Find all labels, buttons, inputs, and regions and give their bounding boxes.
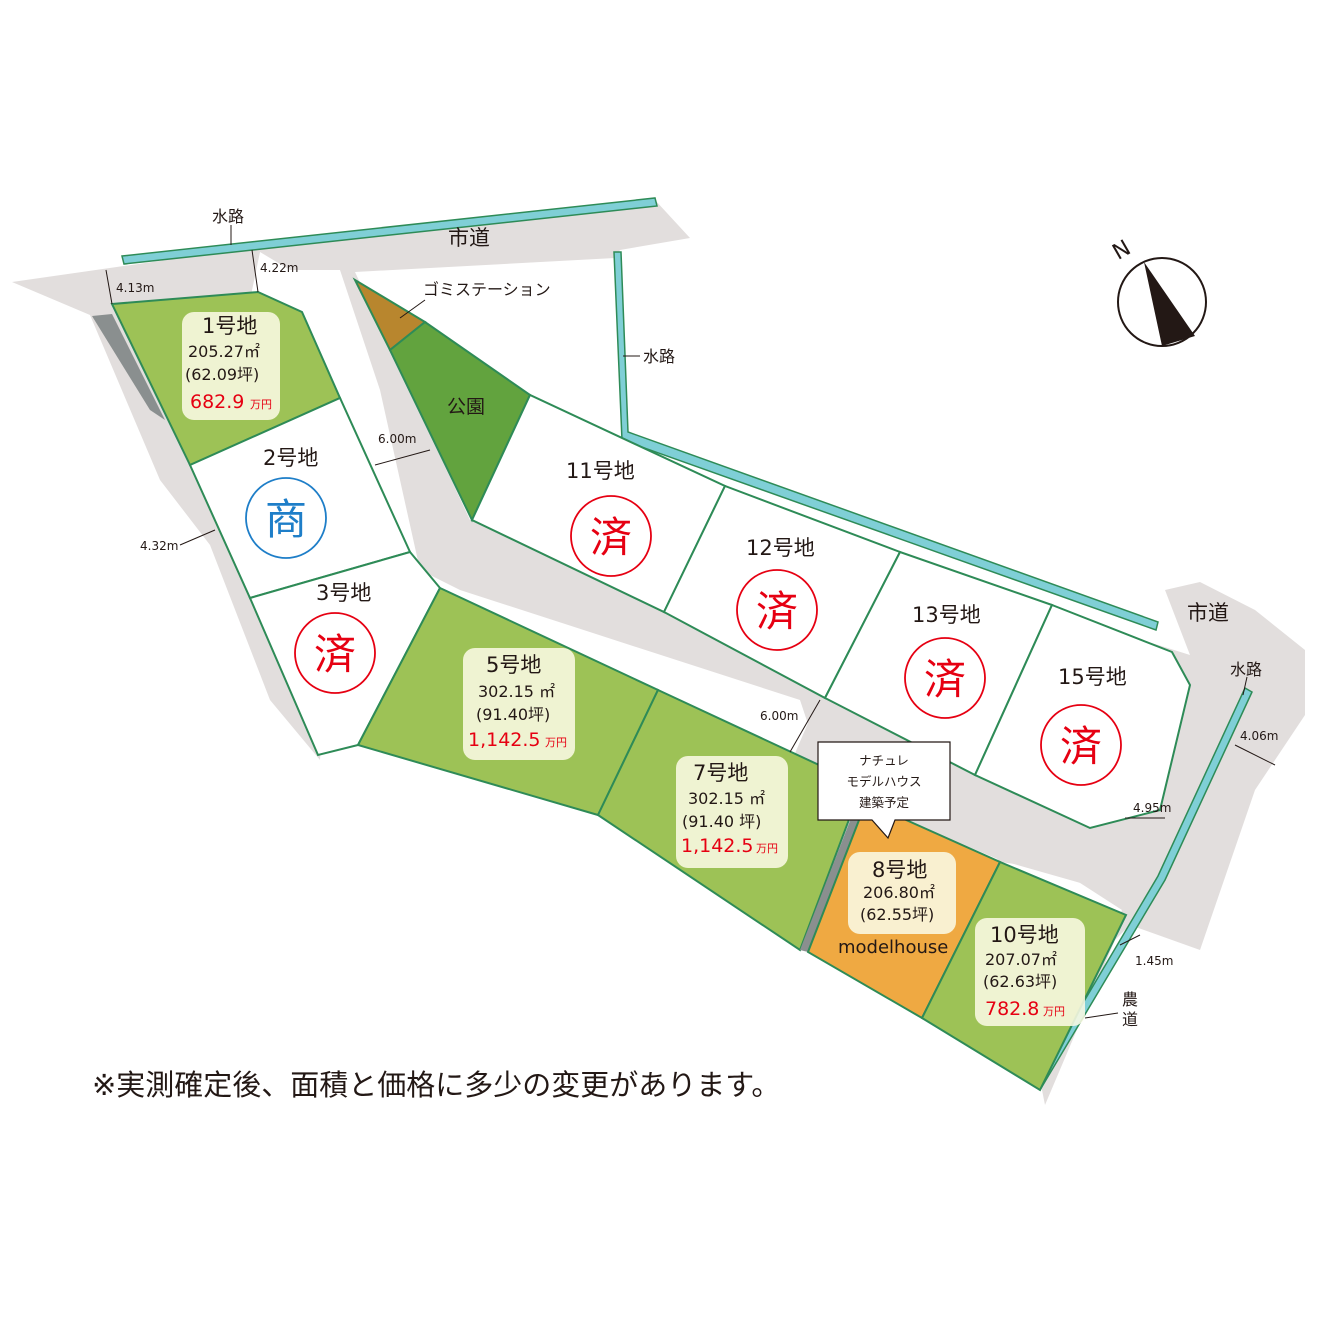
- lot15-status: 済: [1060, 722, 1102, 771]
- lot10-label-bg: [975, 918, 1085, 1026]
- lot12-sold-stamp: [736, 569, 818, 651]
- farm-road-leader: [1084, 1012, 1119, 1019]
- lot7-price: 1,142.5: [681, 835, 754, 857]
- dim-tick-4: [179, 529, 216, 546]
- callout-line2: モデルハウス: [846, 774, 921, 789]
- dim-label-6: 4.95m: [1133, 801, 1171, 815]
- lot3-status: 済: [314, 630, 356, 679]
- lot8-area-tsubo: (62.55坪): [860, 905, 934, 924]
- callout-line1: ナチュレ: [859, 753, 909, 768]
- city-road-top-label: 市道: [448, 226, 490, 250]
- farm-road-label-2: 道: [1122, 1010, 1138, 1029]
- lot10-label: 10号地: [990, 923, 1059, 947]
- lot8-area-m2: 206.80㎡: [863, 883, 935, 902]
- lot10-price: 782.8: [985, 998, 1039, 1020]
- lot15-sold-stamp: [1040, 704, 1122, 786]
- lot5-label: 5号地: [486, 653, 541, 677]
- dim-tick-8: [1119, 934, 1141, 946]
- dim-tick-2: [251, 249, 259, 293]
- lot5-label-bg: [463, 648, 575, 760]
- lot8-gray-strip: [800, 800, 866, 952]
- lot7-price-unit: 万円: [756, 842, 778, 855]
- lot12-status: 済: [756, 587, 798, 636]
- lot10-area-tsubo: (62.63坪): [983, 972, 1057, 991]
- dim-label-3: 6.00m: [378, 432, 416, 446]
- park-label: 公園: [447, 396, 485, 418]
- lot10-price-unit: 万円: [1043, 1005, 1065, 1018]
- lot10-area-m2: 207.07㎡: [985, 950, 1057, 969]
- dim-tick-7: [1234, 744, 1276, 766]
- lot2-label: 2号地: [263, 446, 318, 470]
- garbage-station-label: ゴミステーション: [423, 280, 551, 299]
- city-road-right-label: 市道: [1187, 601, 1229, 625]
- farm-road-label-1: 農: [1122, 990, 1138, 1009]
- compass-north-label: N: [1108, 236, 1135, 266]
- lot2-status: 商: [265, 495, 307, 544]
- lot1-area-m2: 205.27㎡: [188, 342, 260, 361]
- callout-line3: 建築予定: [859, 795, 909, 810]
- lot15-label: 15号地: [1058, 665, 1127, 689]
- dim-tick-3: [374, 449, 431, 466]
- water-top-left: [121, 197, 658, 265]
- lot1-price-unit: 万円: [250, 398, 272, 411]
- lot3-label: 3号地: [316, 581, 371, 605]
- lot8-label-bg: [848, 852, 956, 934]
- lot3-sold-stamp: [294, 612, 376, 694]
- lot5-area-m2: 302.15 ㎡: [478, 682, 555, 701]
- dim-label-1: 4.13m: [116, 281, 154, 295]
- modelhouse-callout-box: [817, 741, 951, 840]
- dim-tick-5: [789, 699, 821, 753]
- lot15-shape[interactable]: [973, 603, 1192, 830]
- dim-label-5: 6.00m: [760, 709, 798, 723]
- water-label-top-left: 水路: [212, 207, 244, 226]
- lot11-sold-stamp: [570, 495, 652, 577]
- lot11-label: 11号地: [566, 459, 635, 483]
- lot1-price: 682.9: [190, 391, 244, 413]
- compass-icon: N: [1108, 236, 1207, 347]
- water-label-middle: 水路: [643, 347, 675, 366]
- lot13-sold-stamp: [904, 637, 986, 719]
- lot7-area-m2: 302.15 ㎡: [688, 789, 765, 808]
- dim-label-2: 4.22m: [260, 261, 298, 275]
- lot7-label-bg: [676, 756, 788, 868]
- lot7-label: 7号地: [693, 761, 748, 785]
- lot7-area-tsubo: (91.40 坪): [682, 812, 761, 831]
- lot8-label: 8号地: [872, 858, 927, 882]
- lot12-label: 12号地: [746, 536, 815, 560]
- water-leader-3: [1242, 676, 1248, 696]
- lot13-status: 済: [924, 655, 966, 704]
- footnote: ※実測確定後、面積と価格に多少の変更があります。: [92, 1068, 781, 1102]
- dim-label-8: 1.45m: [1135, 954, 1173, 968]
- lot5-area-tsubo: (91.40坪): [476, 705, 550, 724]
- lot1-gray-strip: [92, 314, 165, 420]
- lot1-label-bg: [182, 312, 280, 420]
- lot5-price: 1,142.5: [468, 729, 541, 751]
- lot8-modelhouse-note: modelhouse: [838, 937, 948, 958]
- lot1-label: 1号地: [202, 314, 257, 338]
- garbage-leader: [399, 299, 426, 319]
- lot5-price-unit: 万円: [545, 736, 567, 749]
- water-label-right: 水路: [1230, 660, 1262, 679]
- lot11-status: 済: [590, 513, 632, 562]
- lot13-label: 13号地: [912, 603, 981, 627]
- dim-label-4: 4.32m: [140, 539, 178, 553]
- lot2-commercial-stamp: [245, 477, 327, 559]
- dim-tick-1: [105, 269, 113, 305]
- lot1-area-tsubo: (62.09坪): [185, 365, 259, 384]
- dim-label-7: 4.06m: [1240, 729, 1278, 743]
